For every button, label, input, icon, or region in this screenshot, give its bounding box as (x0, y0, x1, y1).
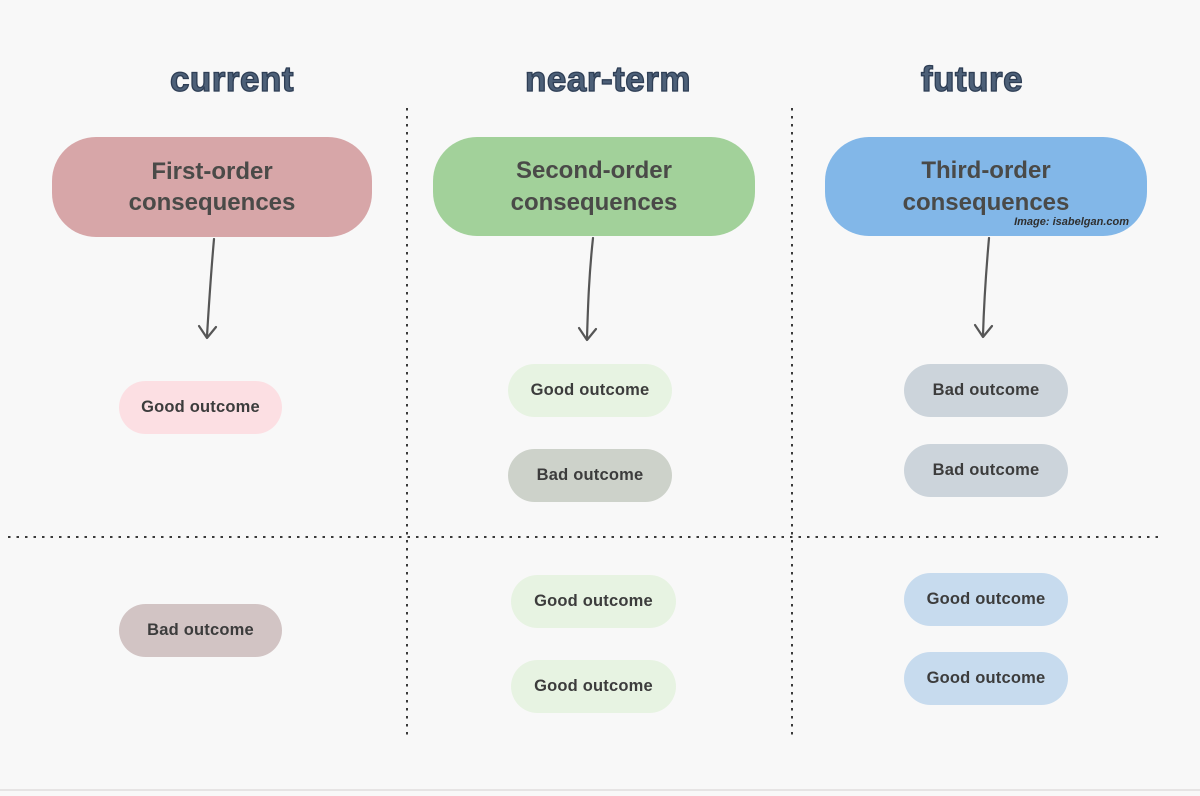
column-header-near-term: near-term (524, 59, 691, 99)
outcome-pill-good: Good outcome (511, 660, 676, 713)
second-order-consequences-box: Second-order consequences (433, 137, 755, 236)
outcome-pill-good: Good outcome (904, 652, 1068, 705)
third-order-consequences-box: Third-order consequences Image: isabelga… (825, 137, 1147, 236)
column-header-future: future (920, 59, 1024, 99)
arrow-down-icon (197, 238, 218, 340)
arrow-down-icon (973, 237, 994, 339)
outcome-pill-bad: Bad outcome (508, 449, 672, 502)
second-order-box-label: Second-order consequences (510, 157, 678, 216)
column-header-current: current (169, 59, 295, 99)
vertical-divider-left (406, 108, 408, 735)
first-order-consequences-box: First-order consequences (52, 137, 372, 237)
outcome-pill-good: Good outcome (904, 573, 1068, 626)
bottom-edge-line (0, 789, 1200, 791)
outcome-pill-bad: Bad outcome (904, 444, 1068, 497)
outcome-pill-good: Good outcome (511, 575, 676, 628)
outcome-pill-good: Good outcome (119, 381, 282, 434)
first-order-box-label: First-order consequences (128, 157, 296, 216)
arrow-down-icon (577, 237, 598, 342)
outcome-pill-bad: Bad outcome (904, 364, 1068, 417)
outcome-pill-good: Good outcome (508, 364, 672, 417)
outcome-pill-bad: Bad outcome (119, 604, 282, 657)
image-credit: Image: isabelgan.com (1014, 215, 1129, 228)
third-order-box-label: Third-order consequences (902, 157, 1070, 216)
vertical-divider-right (791, 108, 793, 735)
horizontal-divider (8, 536, 1160, 538)
